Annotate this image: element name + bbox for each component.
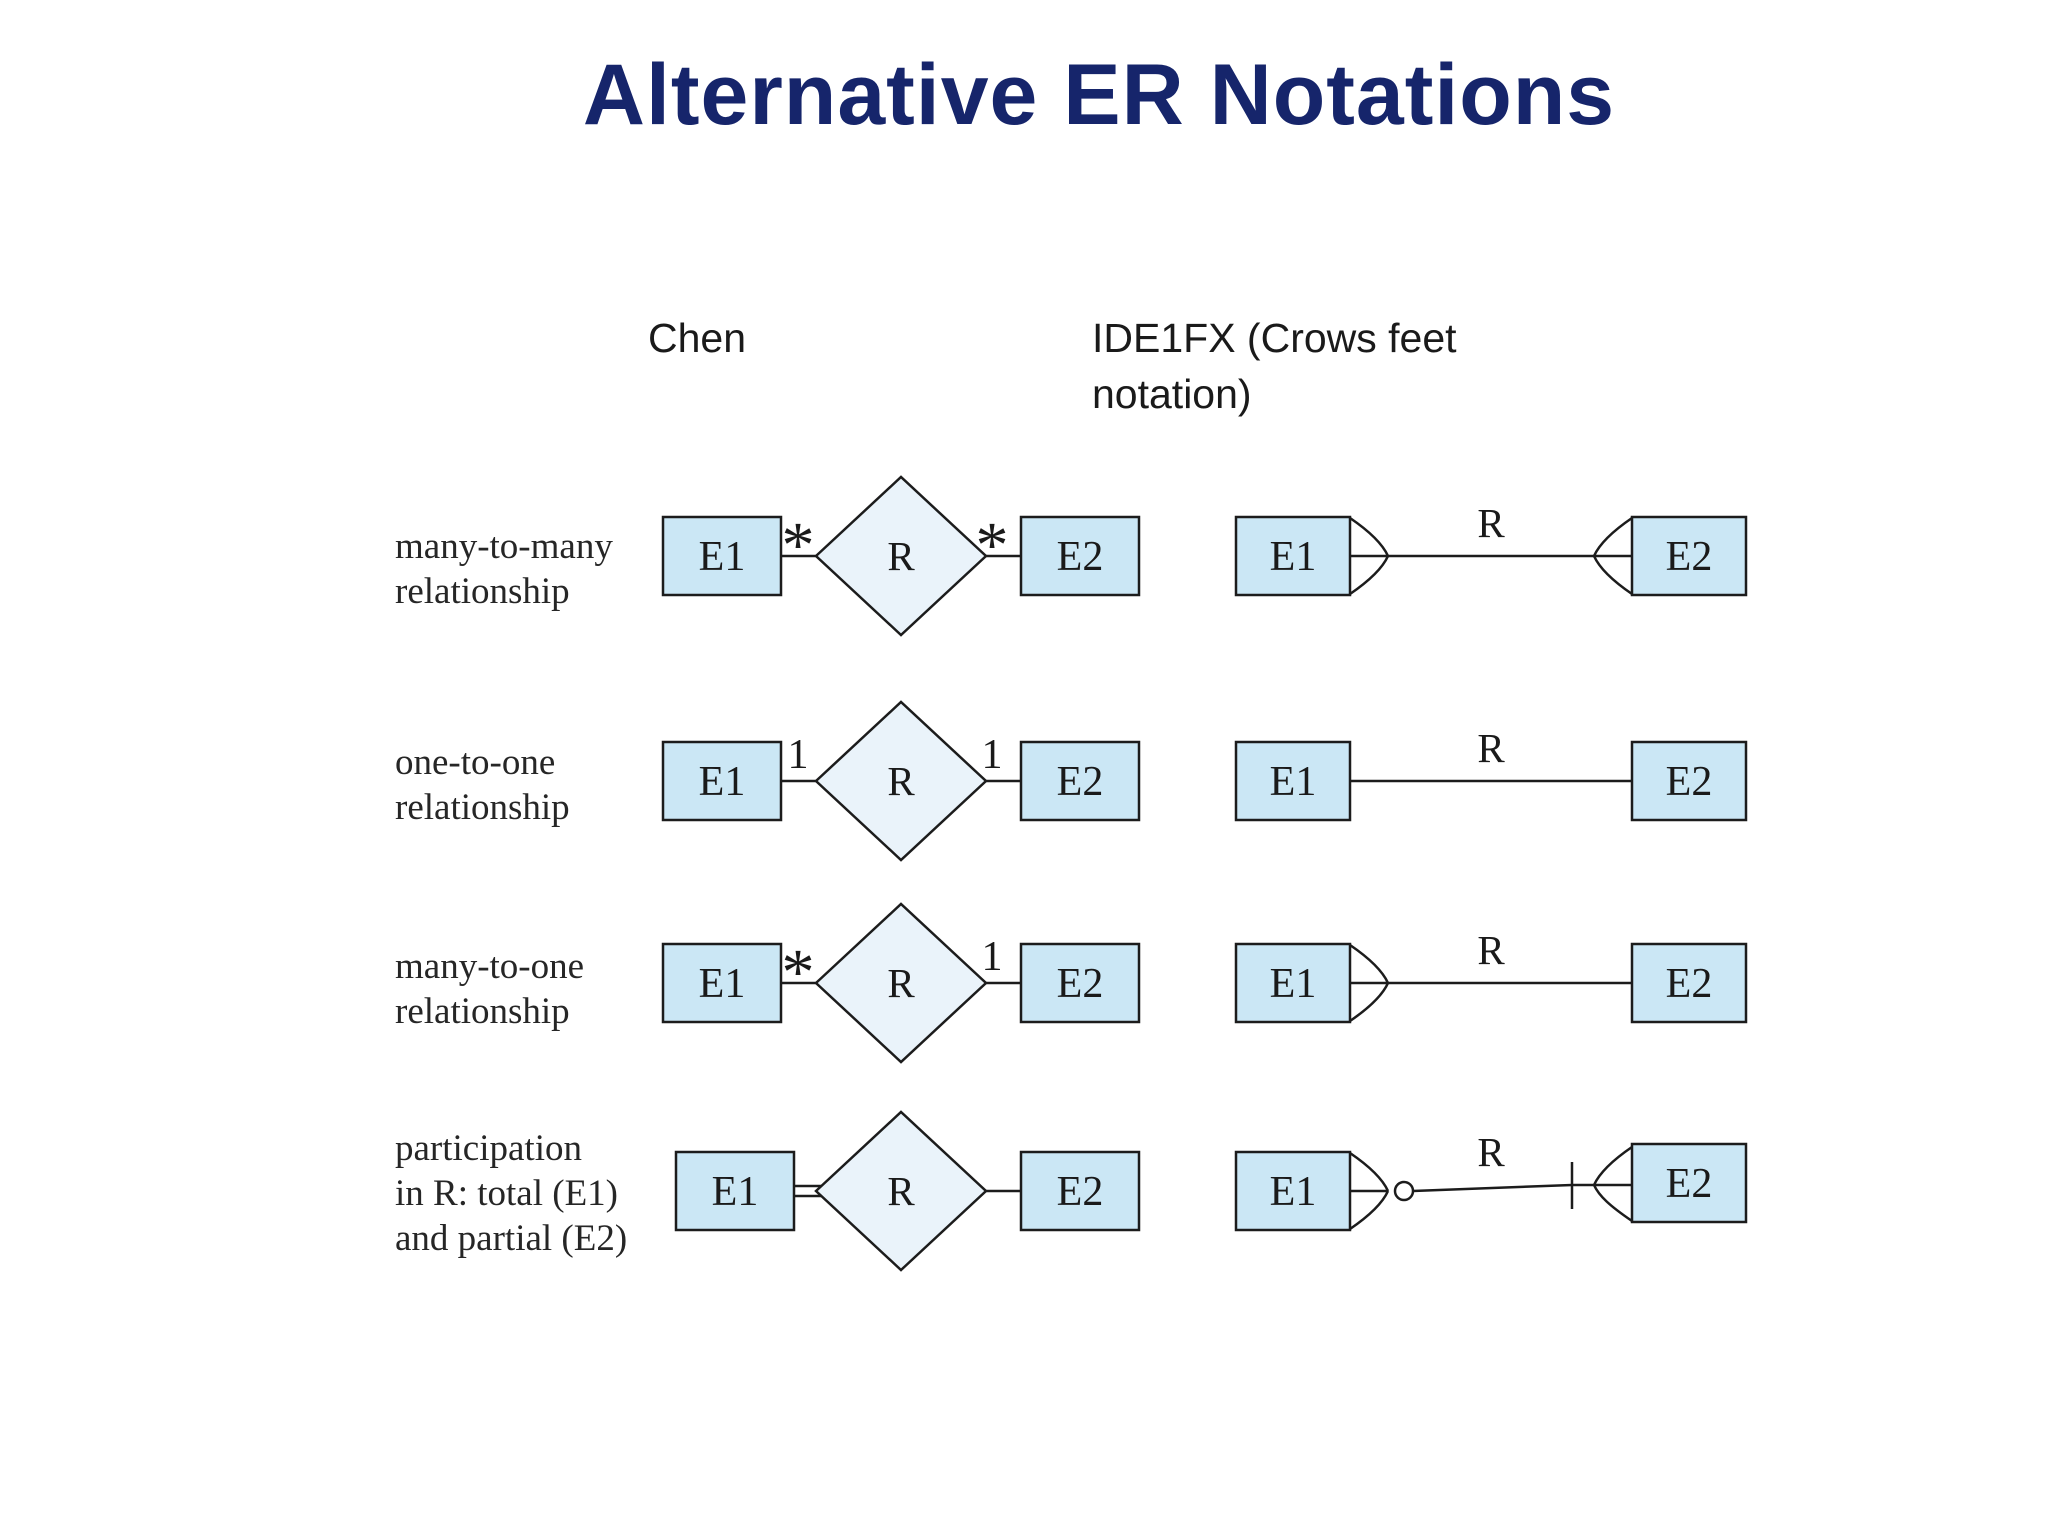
- entity-box-e1: [674, 1150, 796, 1232]
- entity-label-e2: E2: [1666, 534, 1713, 580]
- label-line: many-to-one: [395, 946, 585, 987]
- label-line: relationship: [395, 571, 570, 612]
- column-header-chen: Chen: [648, 315, 747, 361]
- entity-label-e2: E2: [1666, 1161, 1713, 1207]
- cardinality-right: 1: [982, 732, 1003, 778]
- cardinality-right: 1: [982, 934, 1003, 980]
- column-header-crows-line2: notation): [1092, 371, 1252, 417]
- entity-box-e2: [1630, 1142, 1748, 1224]
- entity-box-e2: [1630, 740, 1748, 822]
- entity-box-e2: [1630, 942, 1748, 1024]
- entity-label-e1: E1: [699, 961, 746, 1007]
- chen-diagram-many-to-many: E1 * R * E2: [661, 475, 1141, 637]
- entity-box-e2: [1019, 515, 1141, 597]
- label-line: in R: total (E1): [395, 1173, 618, 1214]
- relationship-label: R: [1477, 725, 1505, 771]
- entity-label-e2: E2: [1666, 759, 1713, 805]
- entity-box-e1: [1234, 740, 1352, 822]
- entity-label-e2: E2: [1057, 1169, 1104, 1215]
- row-label-many-to-one: many-to-one relationship: [395, 944, 584, 1034]
- cardinality-left: *: [782, 936, 815, 1009]
- entity-box-e1: [1234, 942, 1352, 1024]
- crows-foot-many-icon: [1349, 943, 1390, 1023]
- zero-optional-circle-icon: [1393, 1180, 1415, 1202]
- cardinality-left: 1: [788, 732, 809, 778]
- entity-label-e1: E1: [699, 759, 746, 805]
- entity-box-e1: [1234, 515, 1352, 597]
- entity-box-e2: [1630, 515, 1748, 597]
- entity-label-e1: E1: [1270, 1169, 1317, 1215]
- crows-foot-many-icon: [1572, 1145, 1633, 1223]
- entity-box-e1: [661, 740, 783, 822]
- relationship-label: R: [1477, 1129, 1505, 1175]
- relationship-label: R: [1477, 500, 1505, 546]
- chen-diagram-one-to-one: E1 1 R 1 E2: [661, 700, 1141, 862]
- entity-label-e1: E1: [1270, 534, 1317, 580]
- entity-box-e1: [1234, 1150, 1352, 1232]
- crows-foot-many-icon: [1349, 516, 1390, 596]
- row-label-one-to-one: one-to-one relationship: [395, 740, 570, 830]
- entity-box-e2: [1019, 1150, 1141, 1232]
- relationship-line: [1412, 1183, 1573, 1193]
- chen-diagram-many-to-one: E1 * R 1 E2: [661, 902, 1141, 1064]
- relationship-label: R: [887, 758, 915, 804]
- crows-foot-many-icon: [1592, 516, 1633, 596]
- entity-label-e2: E2: [1057, 759, 1104, 805]
- entity-label-e2: E2: [1057, 961, 1104, 1007]
- cardinality-left: *: [782, 509, 815, 582]
- crows-foot-many-icon: [1349, 1151, 1390, 1231]
- crows-feet-diagram-many-to-one: E1 R E2: [1234, 927, 1748, 1024]
- label-line: relationship: [395, 787, 570, 828]
- chen-diagram-participation: E1 R E2: [674, 1110, 1141, 1272]
- relationship-label: R: [887, 960, 915, 1006]
- entity-label-e2: E2: [1057, 534, 1104, 580]
- label-line: one-to-one: [395, 742, 556, 783]
- entity-label-e1: E1: [712, 1169, 759, 1215]
- entity-label-e1: E1: [1270, 759, 1317, 805]
- entity-box-e2: [1019, 942, 1141, 1024]
- entity-box-e2: [1019, 740, 1141, 822]
- label-line: participation: [395, 1128, 582, 1169]
- crows-feet-diagram-participation: E1 R E2: [1234, 1129, 1748, 1232]
- label-line: and partial (E2): [395, 1218, 628, 1259]
- column-header-crows-line1: IDE1FX (Crows feet: [1092, 315, 1457, 361]
- total-participation-double-line: [794, 1184, 824, 1198]
- relationship-label: R: [887, 533, 915, 579]
- entity-label-e1: E1: [1270, 961, 1317, 1007]
- page-title: Alternative ER Notations: [582, 47, 1616, 143]
- row-label-many-to-many: many-to-many relationship: [395, 524, 613, 614]
- row-label-participation: participation in R: total (E1) and parti…: [395, 1126, 627, 1261]
- crows-feet-diagram-one-to-one: E1 R E2: [1234, 725, 1748, 822]
- crows-feet-diagram-many-to-many: E1 R E2: [1234, 500, 1748, 597]
- entity-label-e2: E2: [1666, 961, 1713, 1007]
- label-line: many-to-many: [395, 526, 613, 567]
- column-header-crows-feet: IDE1FX (Crows feet notation): [1092, 310, 1592, 422]
- cardinality-right: *: [976, 509, 1009, 582]
- relationship-label: R: [887, 1168, 915, 1214]
- label-line: relationship: [395, 991, 570, 1032]
- entity-box-e1: [661, 515, 783, 597]
- entity-label-e1: E1: [699, 534, 746, 580]
- relationship-label: R: [1477, 927, 1505, 973]
